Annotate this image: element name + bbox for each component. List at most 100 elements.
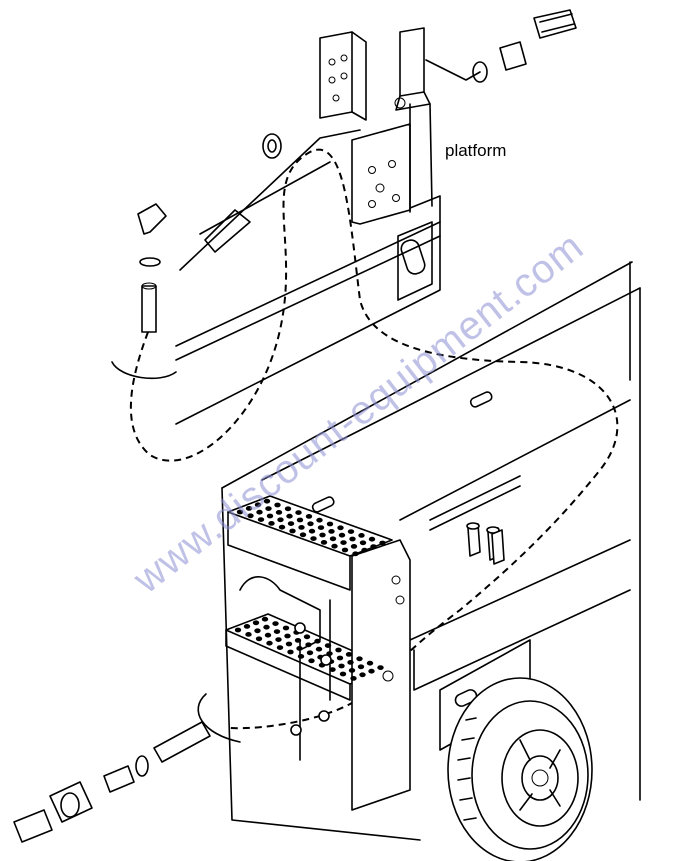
step-hole xyxy=(340,540,347,545)
step-hole xyxy=(305,642,312,648)
step-hole xyxy=(263,624,270,630)
step-hole xyxy=(341,547,349,553)
step-hole xyxy=(357,664,365,670)
upper-elbow-fittings xyxy=(137,133,282,333)
step-hole xyxy=(278,524,286,530)
step-hole xyxy=(359,672,366,678)
platform-bracket xyxy=(319,31,411,225)
step-hole xyxy=(261,616,269,622)
step-hole xyxy=(273,629,281,634)
step-hole xyxy=(294,638,302,643)
step-hole xyxy=(347,660,354,665)
step-hole xyxy=(317,525,325,530)
wheel xyxy=(447,677,593,861)
step-hole xyxy=(329,667,336,672)
step-hole xyxy=(266,640,273,646)
step-hole xyxy=(285,641,293,647)
step-hole xyxy=(277,517,284,523)
step-hole xyxy=(299,532,307,538)
step-hole xyxy=(264,632,272,638)
chassis-fittings xyxy=(290,622,332,736)
step-hole xyxy=(275,510,283,515)
step-hole xyxy=(307,521,314,527)
step-hole xyxy=(275,637,282,642)
step-hole xyxy=(338,663,345,669)
step-hole xyxy=(319,532,326,538)
step-hole xyxy=(314,638,321,644)
step-hole xyxy=(329,536,337,542)
step-hole xyxy=(366,660,374,666)
step-hole xyxy=(254,502,262,508)
step-hole xyxy=(379,540,386,546)
step-hole xyxy=(345,652,353,657)
step-hole xyxy=(359,540,367,546)
step-hole xyxy=(296,517,304,523)
step-hole xyxy=(284,506,292,512)
step-hole xyxy=(326,521,334,527)
step-hole xyxy=(368,668,375,674)
step-hole xyxy=(315,646,323,652)
step-hole xyxy=(361,547,368,553)
step-hole xyxy=(287,649,294,655)
step-hole xyxy=(349,536,356,542)
step-hole xyxy=(284,633,291,639)
machine-chassis xyxy=(221,261,641,841)
step-hole xyxy=(286,513,293,519)
step-hole xyxy=(308,658,315,664)
step-hole xyxy=(296,646,303,651)
step-hole xyxy=(274,502,281,508)
step-hole xyxy=(350,676,357,681)
step-hole xyxy=(257,517,265,522)
step-hole xyxy=(339,671,347,677)
step-holes-lower xyxy=(234,616,384,681)
step-hole xyxy=(247,513,254,519)
step-hole xyxy=(266,513,274,519)
step-hole xyxy=(305,514,313,519)
step-hole xyxy=(303,634,311,640)
platform-channel xyxy=(175,129,441,425)
step-holes-upper xyxy=(236,498,386,557)
step-hole xyxy=(272,621,279,626)
step-hole xyxy=(338,532,346,538)
step-hole xyxy=(263,498,271,504)
upper-clamp-arc xyxy=(111,361,177,380)
step-hole xyxy=(328,529,335,534)
step-hole xyxy=(287,521,295,526)
step-hole xyxy=(348,668,356,673)
step-hole xyxy=(320,540,328,545)
vertical-post xyxy=(394,27,433,213)
step-hole xyxy=(276,645,284,650)
step-hole xyxy=(295,510,302,515)
step-hole xyxy=(352,551,359,557)
step-hole xyxy=(297,654,305,659)
step-hole xyxy=(243,624,251,629)
step-hole xyxy=(289,528,296,534)
step-hole xyxy=(308,528,316,534)
step-hole xyxy=(324,643,332,648)
step-hole xyxy=(316,517,323,523)
hose-route-dashed xyxy=(130,148,619,730)
step-hole xyxy=(236,509,244,515)
step-hole xyxy=(306,650,314,656)
step-hole xyxy=(331,543,338,549)
step-hole xyxy=(358,533,365,538)
step-hole xyxy=(282,625,290,631)
step-hole xyxy=(368,536,376,542)
step-hole xyxy=(377,665,384,670)
step-hole xyxy=(350,544,358,549)
step-hole xyxy=(255,636,263,642)
bulkhead-fittings xyxy=(466,522,505,565)
lower-quick-coupler xyxy=(13,721,211,843)
step-hole xyxy=(356,656,363,662)
platform-label: platform xyxy=(445,141,507,160)
step-hole xyxy=(335,647,342,653)
step-hole xyxy=(265,506,272,511)
step-hole xyxy=(234,627,242,633)
step-hole xyxy=(254,628,261,634)
step-hole xyxy=(336,655,344,661)
step-hole xyxy=(310,536,317,541)
step-hole xyxy=(245,632,252,637)
upper-quick-coupler xyxy=(425,9,577,83)
